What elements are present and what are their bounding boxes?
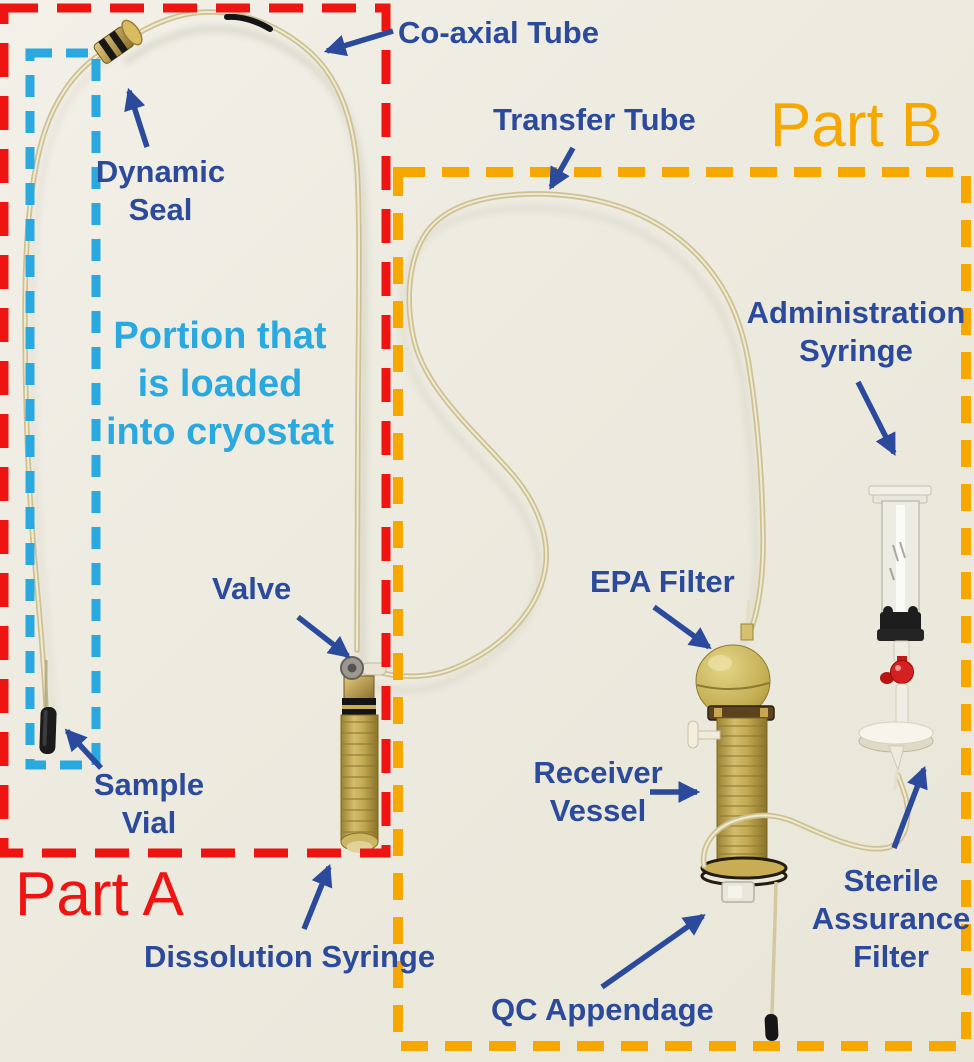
epa-filter: [695, 599, 771, 718]
label-epa-filter: EPA Filter: [590, 564, 735, 599]
co-axial-tube: [122, 12, 359, 650]
qc-appendage-line: [764, 881, 779, 1041]
sterile-assurance-filter-arrow: [891, 765, 928, 849]
label-sample-vial: Sample Vial: [93, 767, 205, 841]
stopcock-red: [880, 656, 914, 684]
dissolution-syringe: [340, 656, 387, 853]
cryostat-portion-box: [25, 48, 101, 770]
label-co-axial-tube: Co-axial Tube: [398, 15, 599, 50]
label-receiver-vessel: Receiver Vessel: [533, 755, 663, 829]
dynamic-seal-arrow: [124, 87, 150, 148]
co-axial-tube-arrow: [323, 28, 394, 57]
qc-appendage-tip: [764, 1013, 779, 1041]
label-administration-syringe: Administration Syringe: [746, 295, 966, 369]
sample-vial-tube: [25, 52, 104, 707]
label-part-a: Part A: [15, 860, 184, 929]
administration-syringe: [868, 485, 932, 727]
label-part-b: Part B: [770, 91, 943, 160]
valve-arrow: [296, 614, 351, 659]
label-qc-appendage: QC Appendage: [491, 992, 714, 1027]
sample-vial-arrow: [64, 728, 104, 770]
receiver-vessel: [687, 705, 788, 903]
epa-filter-arrow: [652, 604, 712, 650]
label-dissolution-syringe: Dissolution Syringe: [144, 939, 436, 974]
qc-appendage-arrow: [600, 913, 706, 990]
sterile-assurance-filter: [858, 721, 934, 790]
label-dynamic-seal: Dynamic Seal: [95, 154, 226, 228]
label-cryostat-portion: Portion that is loaded into cryostat: [105, 315, 335, 453]
annotation-arrows: [64, 28, 928, 990]
label-transfer-tube: Transfer Tube: [493, 102, 696, 137]
dissolution-syringe-arrow: [301, 863, 333, 931]
sample-vial: [39, 706, 57, 755]
co-axial-tube-black-mark: [224, 13, 273, 32]
part-b-region-box: [393, 167, 971, 1051]
transfer-tube-arrow: [548, 146, 576, 190]
label-valve: Valve: [212, 571, 292, 606]
part-a-region-box: [0, 3, 391, 858]
dynamic-seal-fitting: [93, 19, 143, 64]
transfer-tube: [374, 194, 763, 676]
label-sterile-assurance-filter: Sterile Assurance Filter: [811, 863, 971, 975]
receiver-flange: [700, 856, 788, 880]
receiver-stopcock: [687, 720, 721, 749]
administration-syringe-arrow: [855, 380, 897, 456]
